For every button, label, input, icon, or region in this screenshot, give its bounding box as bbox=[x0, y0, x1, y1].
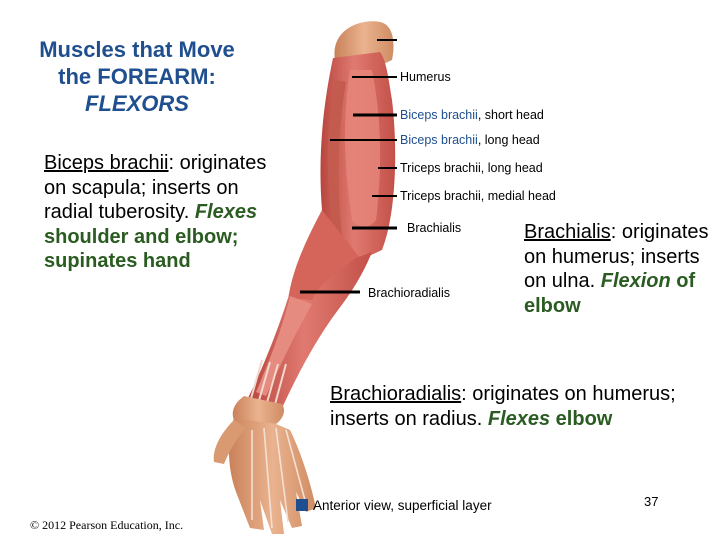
label-triceps-medial-head: Triceps brachii, medial head bbox=[400, 189, 556, 203]
label-biceps-short-rest: , short head bbox=[477, 108, 544, 122]
brachioradialis-shape bbox=[256, 296, 312, 396]
thumb-shape bbox=[213, 420, 246, 464]
label-biceps-long-name: Biceps brachii bbox=[400, 133, 478, 147]
figure-caption: Anterior view, superficial layer bbox=[296, 498, 492, 513]
label-biceps-short-head: Biceps brachii, short head bbox=[400, 108, 544, 122]
hand-shape bbox=[228, 418, 316, 534]
brachialis-text-1: originates on humerus; inserts on ulna. bbox=[524, 221, 709, 292]
biceps-flexes-word: Flexes bbox=[194, 201, 258, 223]
brachioradialis-text-1: : originates on humerus; inserts on radi… bbox=[330, 383, 676, 430]
hand-tendons bbox=[251, 427, 307, 529]
label-biceps-long-rest: , long head bbox=[477, 133, 540, 147]
brachialis-description: Brachialis: originates on humerus; inser… bbox=[524, 220, 714, 318]
brachialis-colon: : bbox=[610, 221, 617, 243]
brachialis-flexion-word: Flexion bbox=[600, 270, 671, 292]
copyright-notice: © 2012 Pearson Education, Inc. bbox=[30, 518, 184, 532]
figure-caption-text: Anterior view, superficial layer bbox=[313, 498, 492, 513]
label-biceps-short-name: Biceps brachii bbox=[400, 108, 478, 122]
label-brachialis: Brachialis bbox=[407, 221, 462, 235]
page-number: 37 bbox=[644, 494, 659, 509]
brachioradialis-flexes-word: Flexes bbox=[487, 408, 551, 430]
title-line-2: the FOREARM: bbox=[58, 64, 216, 89]
brachialis-text-2: of elbow bbox=[524, 270, 696, 317]
biceps-short-head-shape bbox=[344, 70, 381, 227]
label-biceps-long-head: Biceps brachii, long head bbox=[400, 133, 540, 147]
title-line-1: Muscles that Move bbox=[39, 37, 235, 62]
title-line-3: FLEXORS bbox=[85, 91, 189, 116]
slide-title: Muscles that Move the FOREARM: FLEXORS bbox=[18, 36, 256, 117]
brachioradialis-text-2: elbow bbox=[550, 408, 613, 430]
caption-marker-icon bbox=[296, 499, 308, 511]
forearm-tendons bbox=[249, 359, 287, 409]
biceps-description: Biceps brachii: originates on scapula; i… bbox=[44, 151, 284, 274]
wrist-shape bbox=[232, 396, 284, 424]
brachioradialis-description: Brachioradialis: originates on humerus; … bbox=[330, 382, 700, 432]
triceps-shape bbox=[327, 80, 346, 236]
biceps-colon: : bbox=[168, 152, 175, 174]
brachioradialis-term: Brachioradialis bbox=[330, 383, 462, 405]
biceps-text-1: originates on scapula; inserts on radial… bbox=[44, 152, 267, 223]
label-brachioradialis: Brachioradialis bbox=[368, 286, 450, 300]
label-triceps-long-head: Triceps brachii, long head bbox=[400, 161, 543, 175]
biceps-term: Biceps brachii bbox=[44, 152, 169, 174]
brachialis-term: Brachialis bbox=[524, 221, 611, 243]
biceps-text-2: shoulder and elbow; supinates hand bbox=[44, 225, 239, 273]
label-humerus: Humerus bbox=[400, 70, 451, 84]
elbow-shape bbox=[288, 210, 360, 310]
